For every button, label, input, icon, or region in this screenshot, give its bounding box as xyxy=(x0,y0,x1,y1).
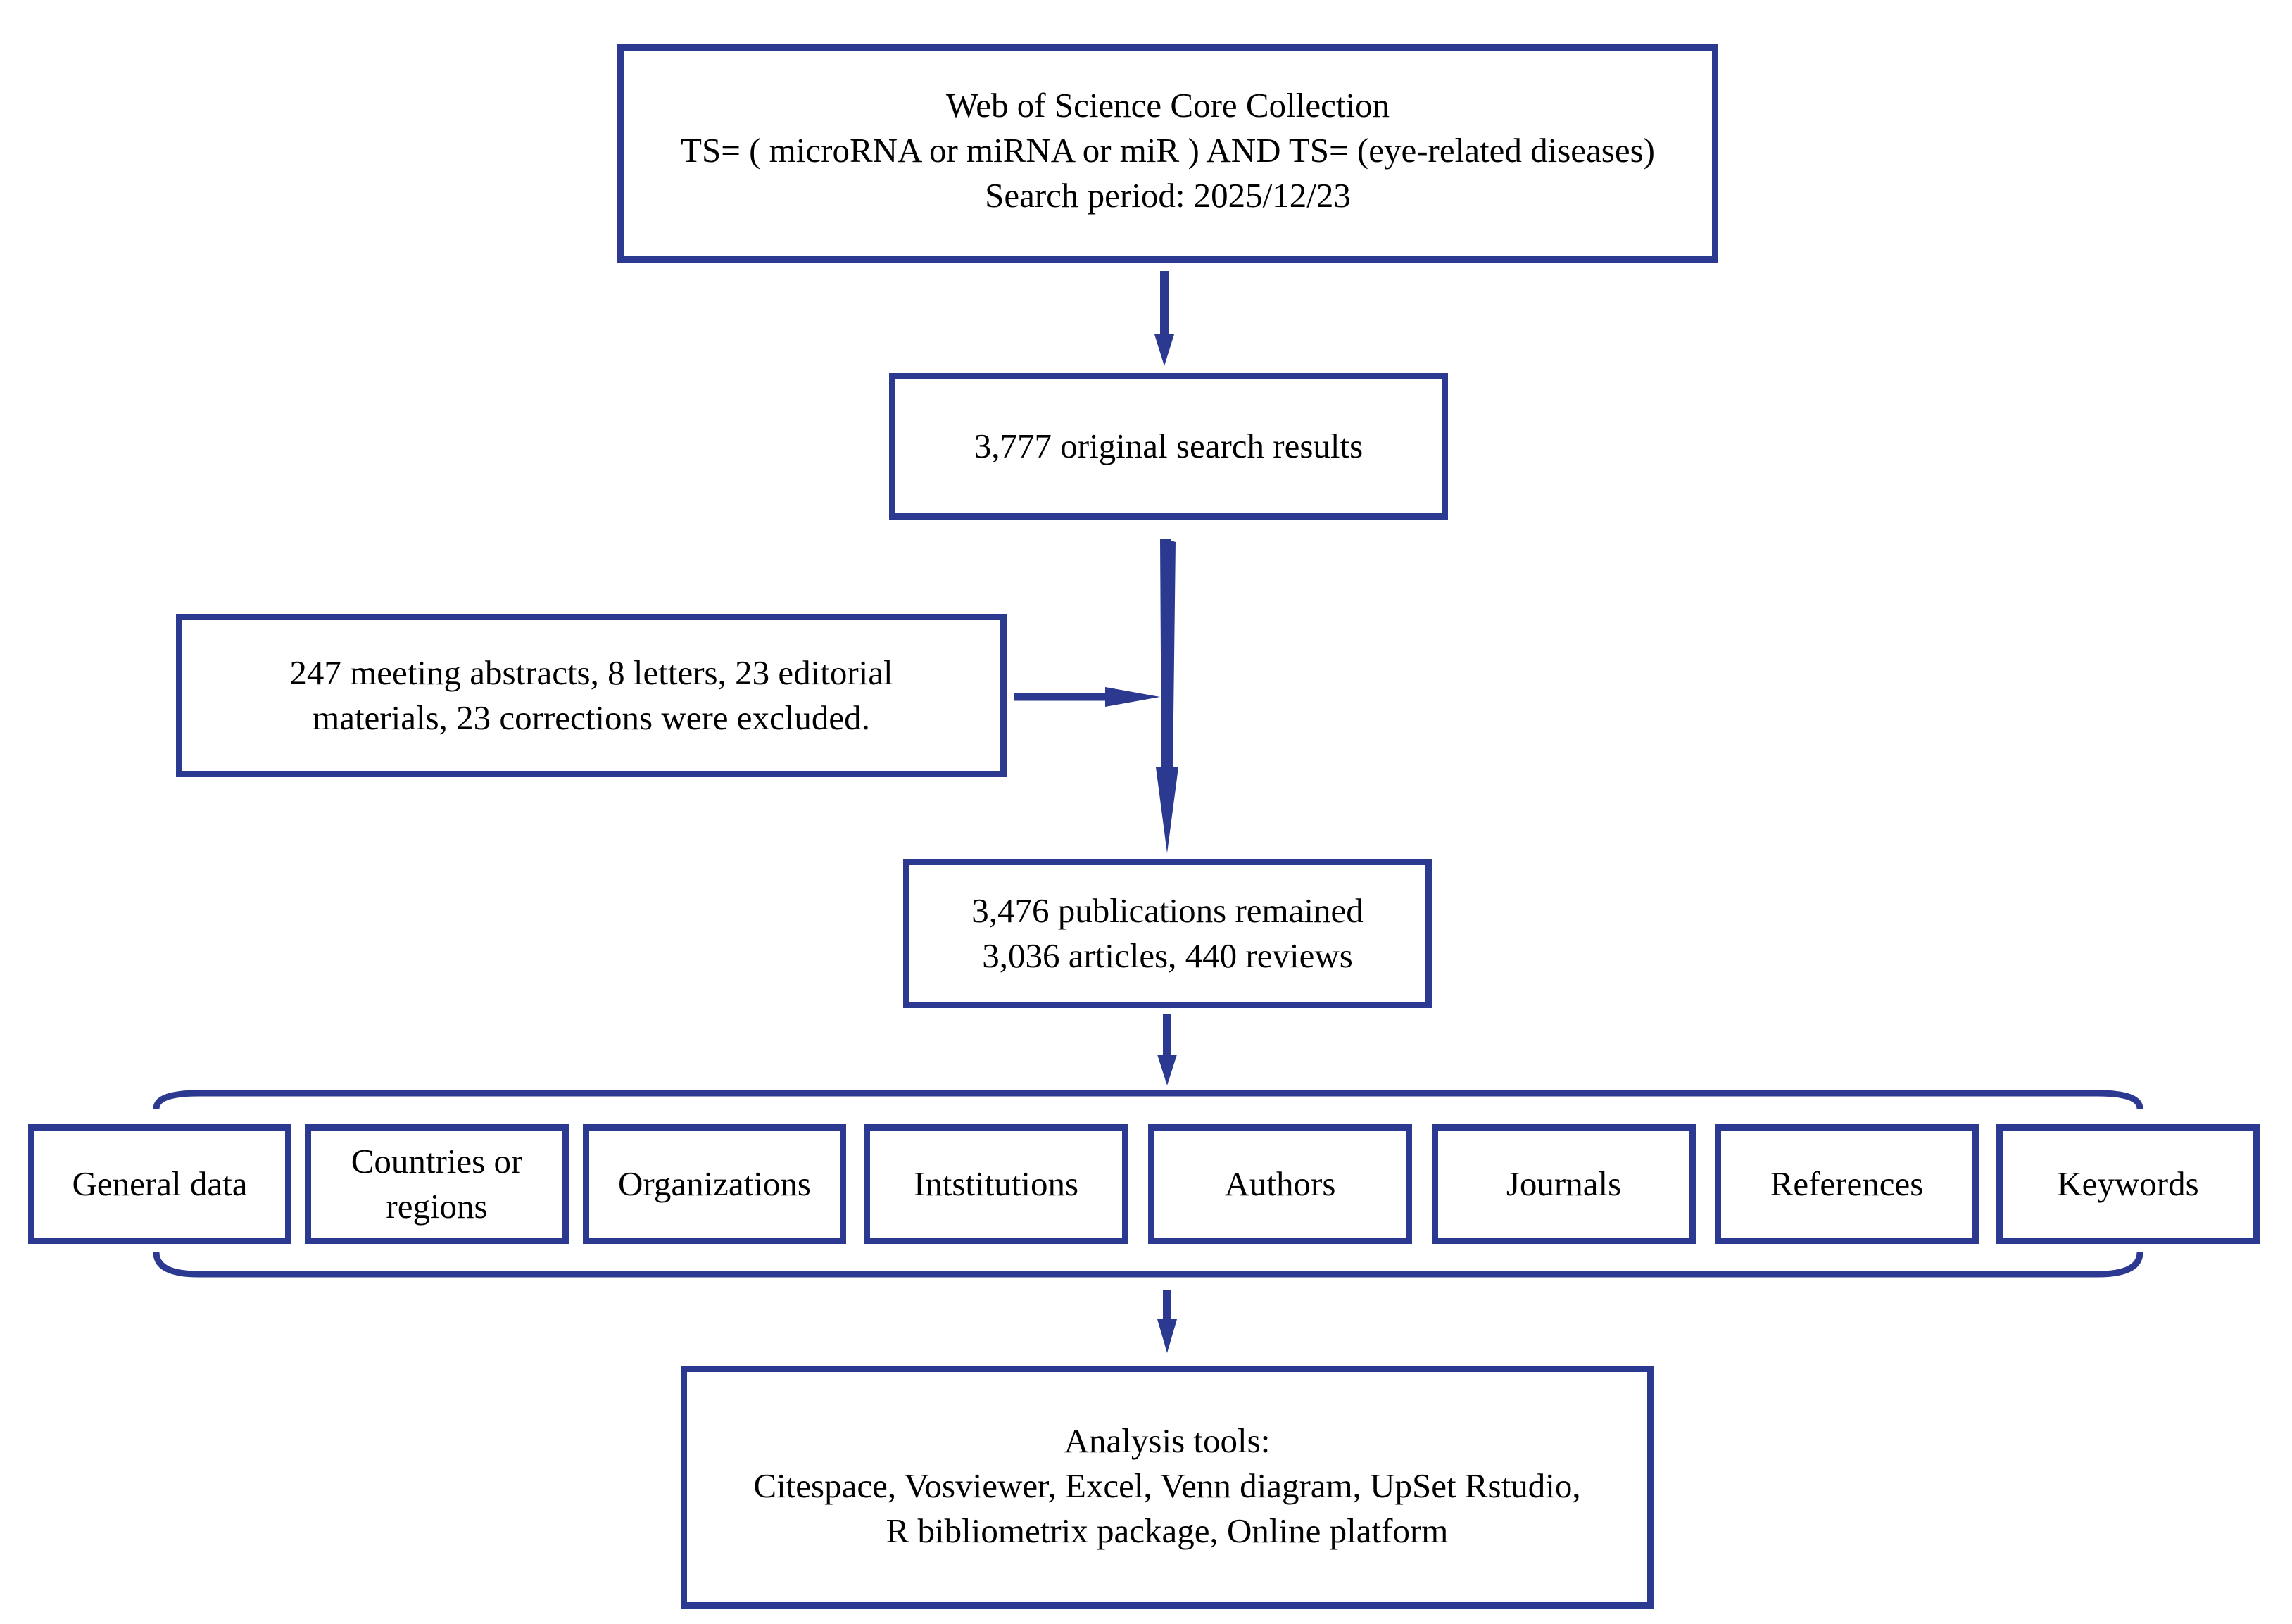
category-label: General data xyxy=(72,1164,248,1203)
search-database-label: Web of Science Core Collection xyxy=(945,86,1390,125)
excluded-box: 247 meeting abstracts, 8 letters, 23 edi… xyxy=(176,614,1007,777)
category-general-data: General data xyxy=(28,1124,291,1244)
tools-heading: Analysis tools: xyxy=(1064,1421,1271,1460)
category-countries-or-regions: Countries or regions xyxy=(305,1124,569,1244)
remained-line-1: 3,476 publications remained xyxy=(971,891,1364,930)
excluded-line-1: 247 meeting abstracts, 8 letters, 23 edi… xyxy=(289,653,893,692)
category-institutions: Intstitutions xyxy=(864,1124,1128,1244)
search-query-label: TS= ( microRNA or miRNA or miR ) AND TS=… xyxy=(681,131,1655,170)
category-label: Authors xyxy=(1224,1164,1336,1203)
category-bracket-bottom xyxy=(153,1252,2143,1278)
arrow-search-to-results-head xyxy=(1154,334,1174,366)
category-label: Journals xyxy=(1506,1164,1622,1203)
arrow-results-to-remained-head xyxy=(1156,767,1178,853)
category-authors: Authors xyxy=(1148,1124,1412,1244)
remained-line-2: 3,036 articles, 440 reviews xyxy=(982,936,1353,975)
category-label: Organizations xyxy=(618,1164,811,1203)
category-references: References xyxy=(1715,1124,1979,1244)
category-keywords: Keywords xyxy=(1996,1124,2260,1244)
remained-box: 3,476 publications remained 3,036 articl… xyxy=(903,859,1432,1008)
category-label: Intstitutions xyxy=(913,1164,1079,1203)
analysis-tools-box: Analysis tools: Citespace, Vosviewer, Ex… xyxy=(681,1366,1654,1609)
arrow-remained-to-categories-head xyxy=(1157,1055,1177,1085)
excluded-line-2: materials, 23 corrections were excluded. xyxy=(313,698,870,737)
search-strategy-box: Web of Science Core Collection TS= ( mic… xyxy=(617,44,1718,263)
category-organizations: Organizations xyxy=(583,1124,846,1244)
tools-list-line-2: R bibliometrix package, Online platform xyxy=(886,1511,1449,1550)
arrow-categories-to-tools-head xyxy=(1157,1319,1177,1353)
original-results-label: 3,777 original search results xyxy=(974,427,1364,465)
tools-list-line-1: Citespace, Vosviewer, Excel, Venn diagra… xyxy=(753,1466,1581,1505)
arrow-excluded-head xyxy=(1105,687,1160,707)
category-label: Keywords xyxy=(2057,1164,2199,1203)
search-period-label: Search period: 2025/12/23 xyxy=(985,176,1351,215)
category-bracket-top xyxy=(153,1090,2143,1109)
original-results-box: 3,777 original search results xyxy=(889,373,1448,520)
category-label: References xyxy=(1770,1164,1924,1203)
category-label: Countries or xyxy=(351,1142,523,1181)
category-journals: Journals xyxy=(1432,1124,1696,1244)
category-label-line-2: regions xyxy=(386,1187,488,1226)
